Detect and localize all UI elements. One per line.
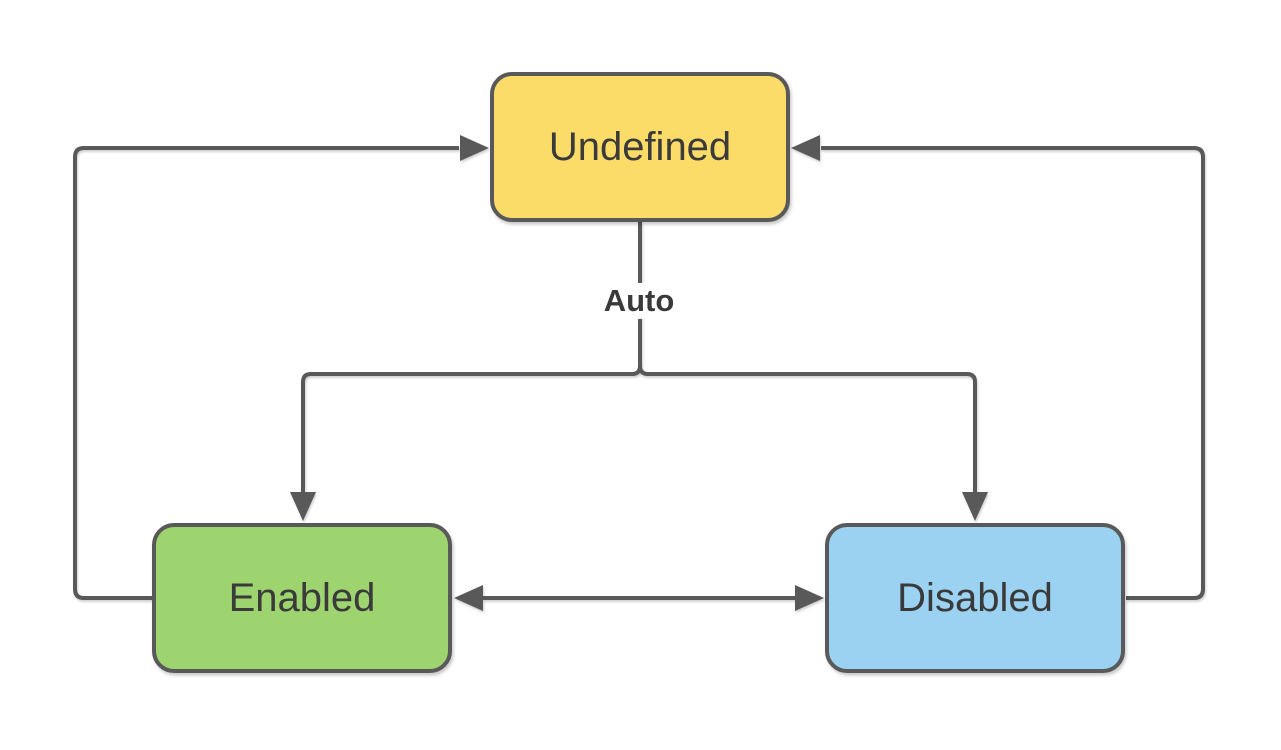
arrowhead-down-disabled	[962, 492, 988, 521]
node-disabled: Disabled	[825, 523, 1125, 673]
edge-undefined-to-disabled-line	[638, 222, 977, 493]
node-undefined: Undefined	[490, 72, 790, 222]
edge-enabled-disabled	[454, 585, 824, 611]
node-enabled-label: Enabled	[228, 576, 376, 620]
edge-enabled-to-undefined	[73, 135, 489, 600]
edge-disabled-to-undefined	[791, 135, 1205, 600]
edge-label-auto: Auto	[598, 282, 680, 320]
arrowhead-into-disabled	[795, 585, 824, 611]
arrowhead-into-enabled	[454, 585, 483, 611]
arrowhead-into-undefined-right	[791, 135, 820, 161]
edge-enabled-to-undefined-line	[73, 146, 459, 600]
edge-undefined-to-disabled	[638, 222, 988, 521]
edge-undefined-to-enabled-line	[301, 222, 642, 493]
node-disabled-label: Disabled	[897, 576, 1053, 620]
arrowhead-down-enabled	[290, 492, 316, 521]
node-undefined-label: Undefined	[548, 125, 732, 169]
node-enabled: Enabled	[152, 523, 452, 673]
arrowhead-into-undefined-left	[460, 135, 489, 161]
edge-undefined-to-enabled	[290, 222, 642, 521]
edge-disabled-to-undefined-line	[821, 146, 1205, 600]
